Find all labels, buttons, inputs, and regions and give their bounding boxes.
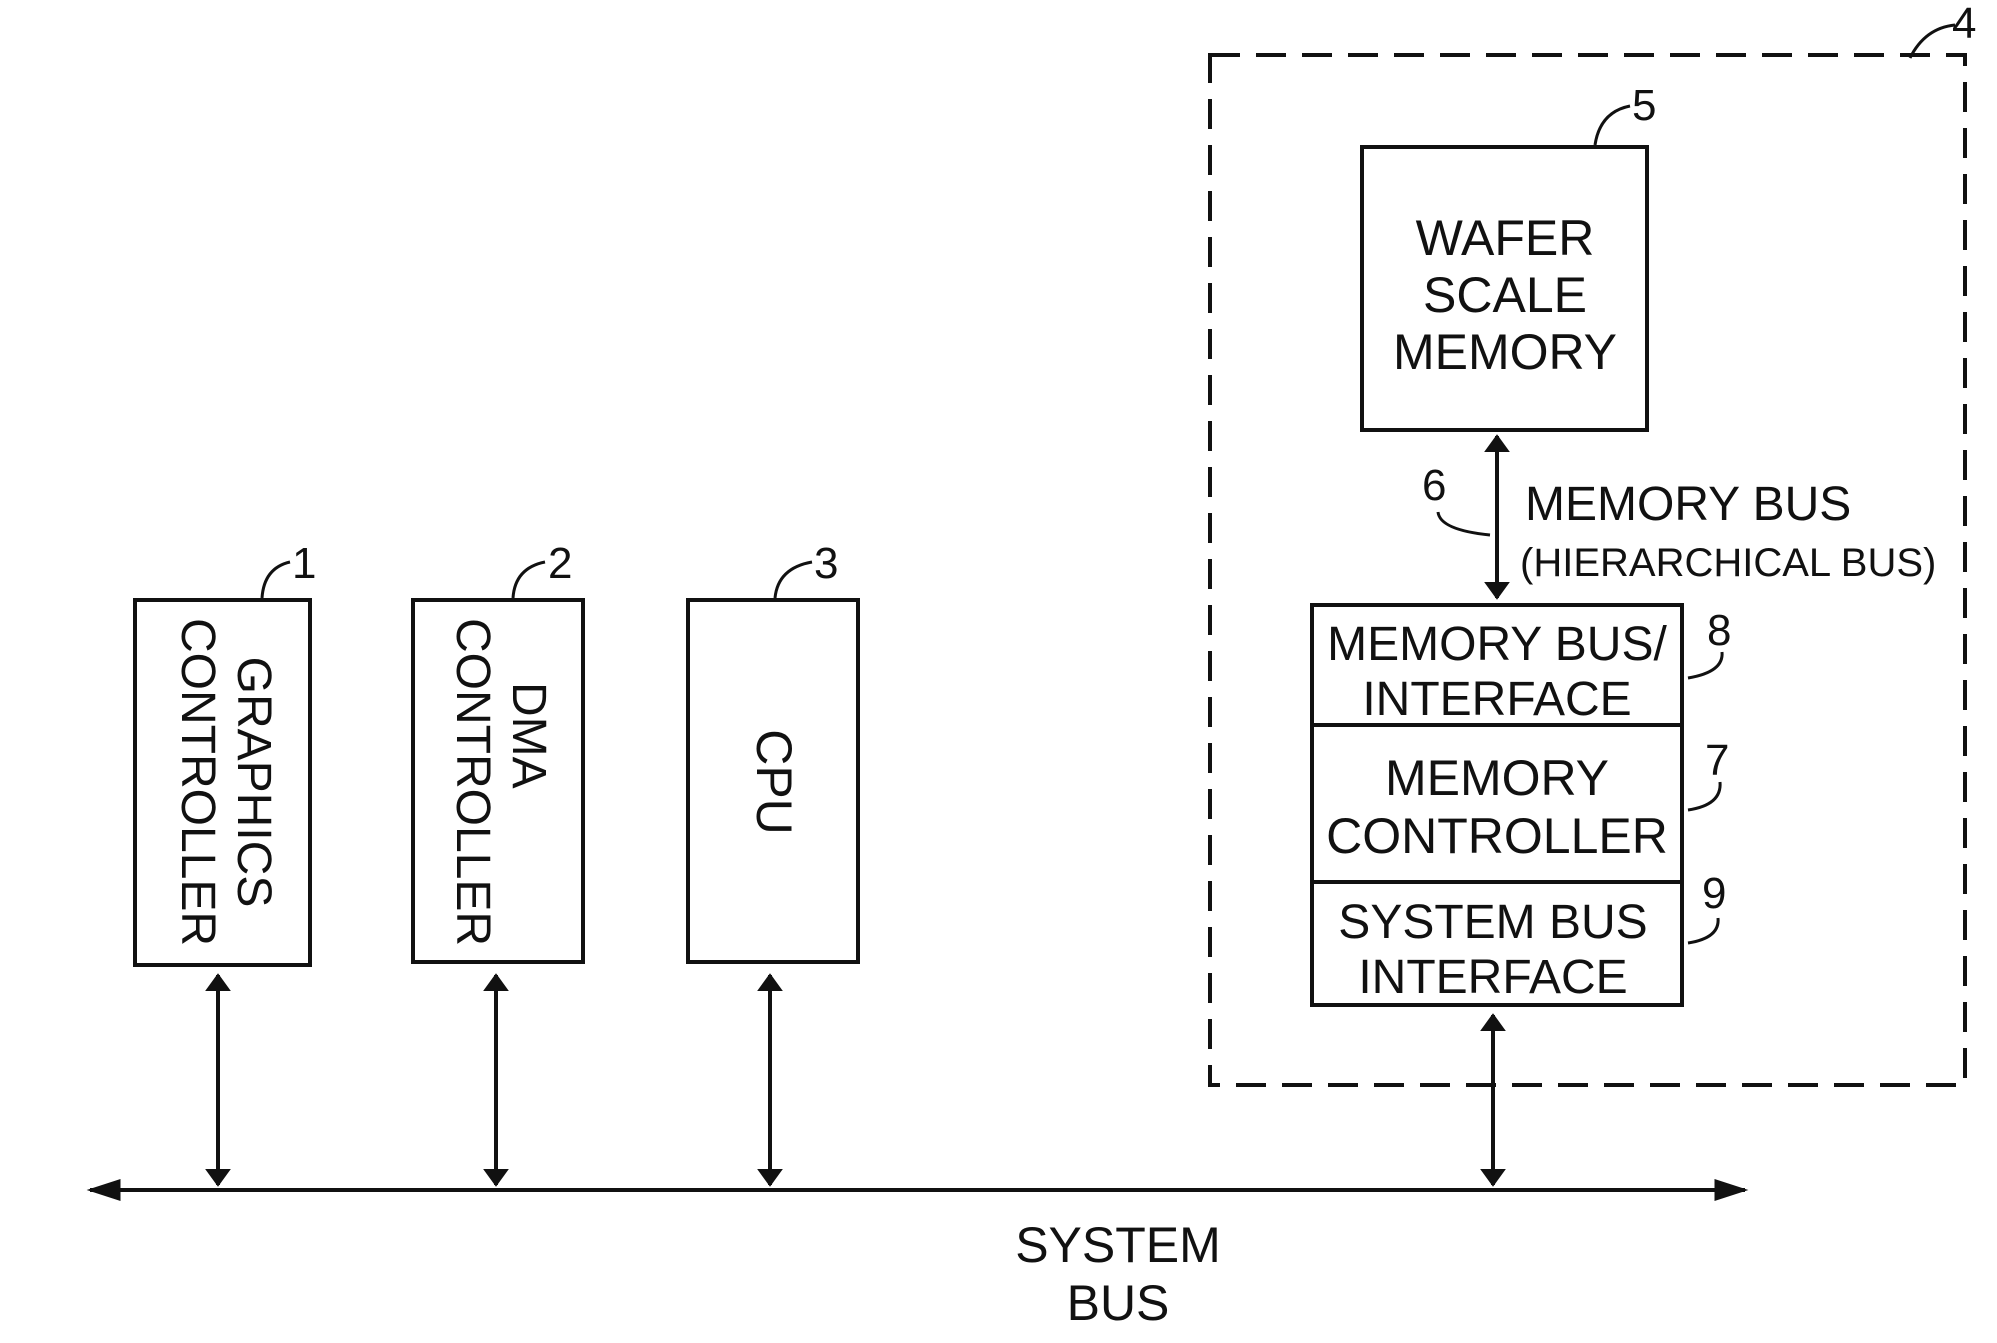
ref-leader-1 [262, 562, 290, 598]
memory-bus-label-line1: MEMORY BUS [1525, 478, 1851, 531]
cpu-block: CPU [688, 600, 858, 962]
ref-number-3: 3 [814, 539, 838, 588]
ref-leader-6 [1438, 512, 1490, 535]
dma-controller-label-line2: CONTROLLER [446, 618, 499, 946]
memory-bus-interface-label-line1: MEMORY BUS/ [1327, 618, 1667, 671]
system-bus-interface-label-line1: SYSTEM BUS [1338, 896, 1647, 949]
graphics-controller-label-line1: GRAPHICS [227, 657, 280, 908]
ref-number-4: 4 [1952, 0, 1976, 48]
memory-controller-label-line1: MEMORY [1385, 750, 1609, 806]
memory-bus-label-line2: (HIERARCHICAL BUS) [1520, 541, 1936, 585]
system-bus-label-line2: BUS [1067, 1275, 1170, 1331]
ref-leader-2 [513, 562, 545, 598]
ref-leader-5 [1595, 106, 1630, 145]
cpu-label: CPU [746, 729, 802, 835]
memory-controller-label-line2: CONTROLLER [1326, 808, 1668, 864]
ref-number-6: 6 [1422, 461, 1446, 510]
ref-number-8: 8 [1707, 606, 1731, 655]
graphics-controller-label-line2: CONTROLLER [171, 618, 224, 946]
ref-number-7: 7 [1705, 736, 1729, 785]
ref-leader-9 [1688, 918, 1718, 943]
dma-controller-block: DMA CONTROLLER [413, 600, 583, 962]
wafer-scale-memory-block: WAFER SCALE MEMORY [1362, 147, 1647, 430]
system-bus-interface-label-line2: INTERFACE [1358, 951, 1627, 1004]
dma-controller-label-line1: DMA [502, 682, 555, 789]
ref-leader-7 [1688, 782, 1720, 810]
memory-bus-interface-label-line2: INTERFACE [1362, 673, 1631, 726]
graphics-controller-block: GRAPHICS CONTROLLER [135, 600, 310, 965]
ref-leader-3 [775, 562, 812, 598]
wafer-scale-memory-label-line2: SCALE [1423, 267, 1587, 323]
ref-number-9: 9 [1702, 869, 1726, 918]
ref-leader-8 [1688, 652, 1722, 678]
wafer-scale-memory-label-line1: WAFER [1416, 210, 1595, 266]
ref-number-5: 5 [1632, 81, 1656, 130]
wafer-scale-memory-label-line3: MEMORY [1393, 324, 1617, 380]
system-bus-label-line1: SYSTEM [1015, 1217, 1221, 1273]
ref-number-1: 1 [292, 539, 316, 588]
ref-number-2: 2 [548, 539, 572, 588]
